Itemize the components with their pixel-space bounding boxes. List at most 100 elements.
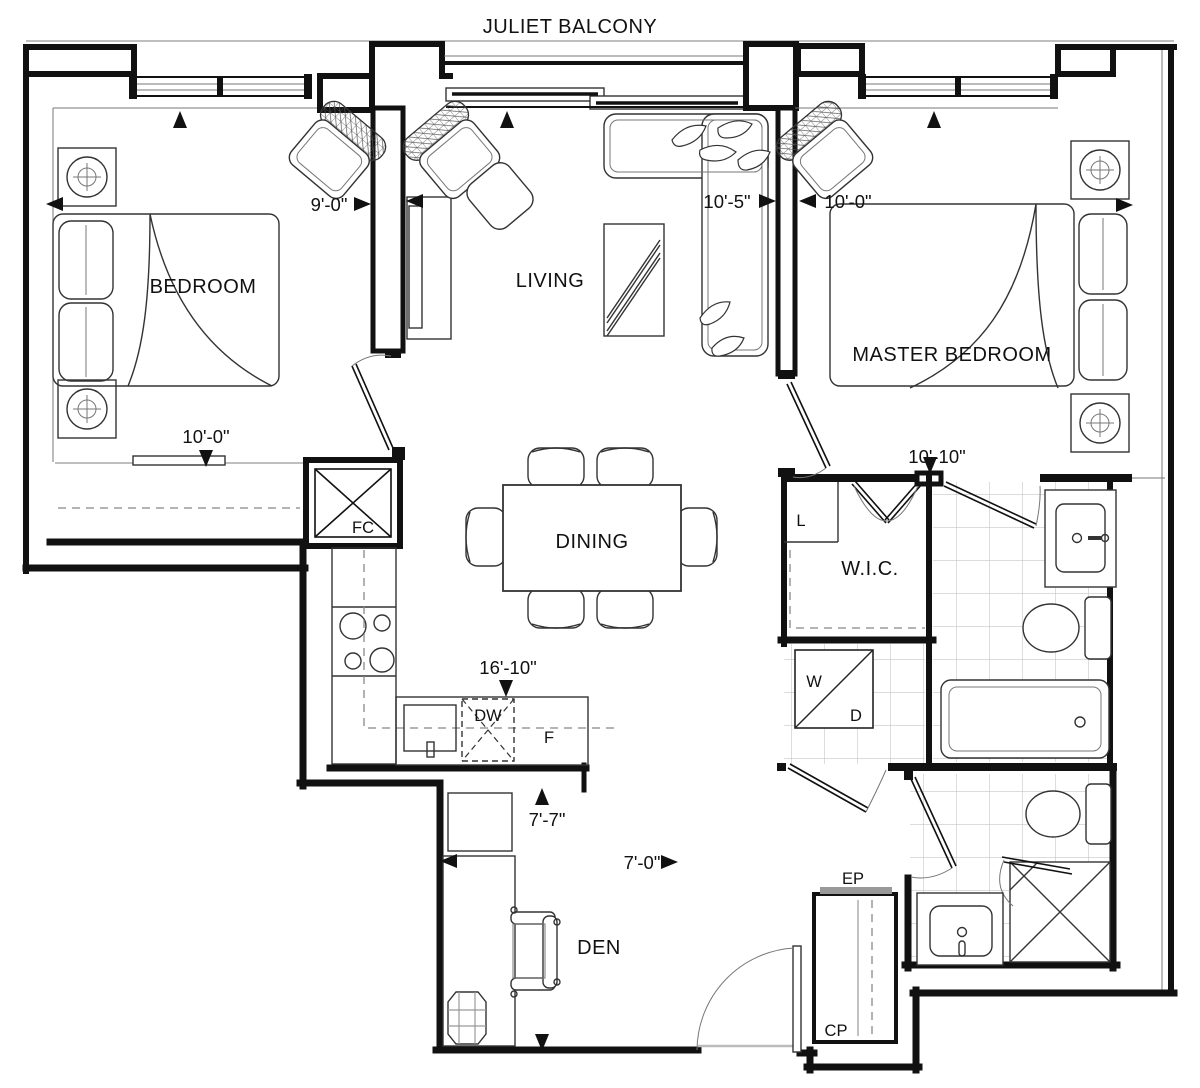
den-furniture [442,792,561,1047]
entry-door [696,945,802,1053]
tag-fan-coil: FC [352,519,374,537]
room-label-wic: W.I.C. [841,558,898,580]
den-desk [442,855,516,1047]
kitchen-sink [403,704,457,758]
wall-right [1107,44,1177,995]
dining-chair [596,447,654,489]
arrow-right [759,194,776,208]
armchair [288,100,387,200]
blanket-fold [127,213,273,387]
dining-table [502,484,682,592]
fan-coil-closet [303,447,405,549]
arrow-right [661,855,678,869]
tag-electrical-panel: EP [842,870,864,888]
desk-chair [510,906,561,998]
blanket-fold [909,203,1059,389]
wall-foot-post [385,351,401,358]
arrow-right [354,197,371,211]
arrow-down [499,680,513,697]
arrow-left [799,194,816,208]
walls [22,40,1178,1074]
counter-dash-line [363,550,616,729]
wall-top-left [23,44,137,574]
room-label-den: DEN [577,937,621,959]
master-door-post-top [778,370,795,379]
arrow-down [923,457,937,474]
bed [52,213,280,387]
master-door [786,381,831,479]
pier-bedroom-living [369,41,453,113]
arrow-left [406,194,423,208]
tag-washer: W [806,673,822,691]
toilet [1022,596,1112,660]
tv-unit [406,196,452,340]
vanity-sink [1044,489,1117,588]
tag-dishwasher: DW [474,707,502,725]
dim-master-width: 10'-0" [824,191,871,212]
master-furniture [775,100,1130,453]
dishwasher [461,698,515,762]
rug [603,223,665,337]
arrow-up [535,788,549,805]
dining-chair [527,447,585,489]
toilet [1025,783,1112,845]
pier-living-master [743,41,799,111]
wall-block-master-left [795,43,865,77]
bedroom-door [351,354,394,451]
dining-chair [676,507,718,567]
dim-master-length: 10'-10" [908,446,965,467]
bathtub [940,679,1110,759]
speaker-box [57,147,117,207]
kitchen [331,547,616,766]
laundry-door [787,763,887,813]
ottoman [466,162,534,230]
arrow-down [535,1034,549,1051]
room-label-bedroom: BEDROOM [150,276,257,298]
ensuite-door [943,481,1041,529]
bedroom-furniture [52,100,387,439]
shower [999,856,1111,963]
speaker-box [1070,140,1130,200]
room-label-master-bedroom: MASTER BEDROOM [852,344,1051,366]
dim-bedroom-length: 10'-0" [182,426,229,447]
cooktop [339,612,395,673]
bathroom2-door [910,776,957,879]
bedroom-closet [46,455,313,546]
ensuite-bathroom [940,489,1117,759]
balcony-label: JULIET BALCONY [483,16,657,38]
vanity-sink [916,892,1004,966]
dining-chair [465,507,507,567]
wall-corner-top-right [1055,44,1116,77]
plant [671,120,771,171]
tag-dryer: D [850,707,862,725]
dining-chair [596,587,654,629]
tag-linen: L [796,512,805,530]
dim-living-kitchen-length: 16'-10" [479,657,536,678]
bedroom-window [129,74,312,99]
kitchen-counter-bottom [395,696,589,766]
dim-bedroom-width: 9'-0" [311,194,348,215]
speaker-box [1070,393,1130,453]
den-shelf [447,792,513,852]
kitchen-counter-left [331,547,397,765]
wall-outer-bottom-right [796,986,1178,1074]
basket-stool [447,991,487,1045]
labels: JULIET BALCONY BEDROOM LIVING MASTER BED… [150,16,1052,1040]
dimension-arrows [46,111,1133,1051]
bed [829,203,1128,389]
plant [699,301,745,357]
washer-dryer [794,649,874,729]
arrow-up [500,111,514,128]
arrow-left [46,197,63,211]
living-furniture [402,100,771,357]
juliet-balcony-door [444,55,746,110]
speaker-box [57,379,117,439]
dim-den-width: 7'-0" [624,852,661,873]
room-label-dining: DINING [556,531,629,553]
dim-den-length: 7'-7" [529,809,566,830]
tag-fridge: F [544,729,554,747]
arrow-left [440,854,457,868]
dining-chair [527,587,585,629]
